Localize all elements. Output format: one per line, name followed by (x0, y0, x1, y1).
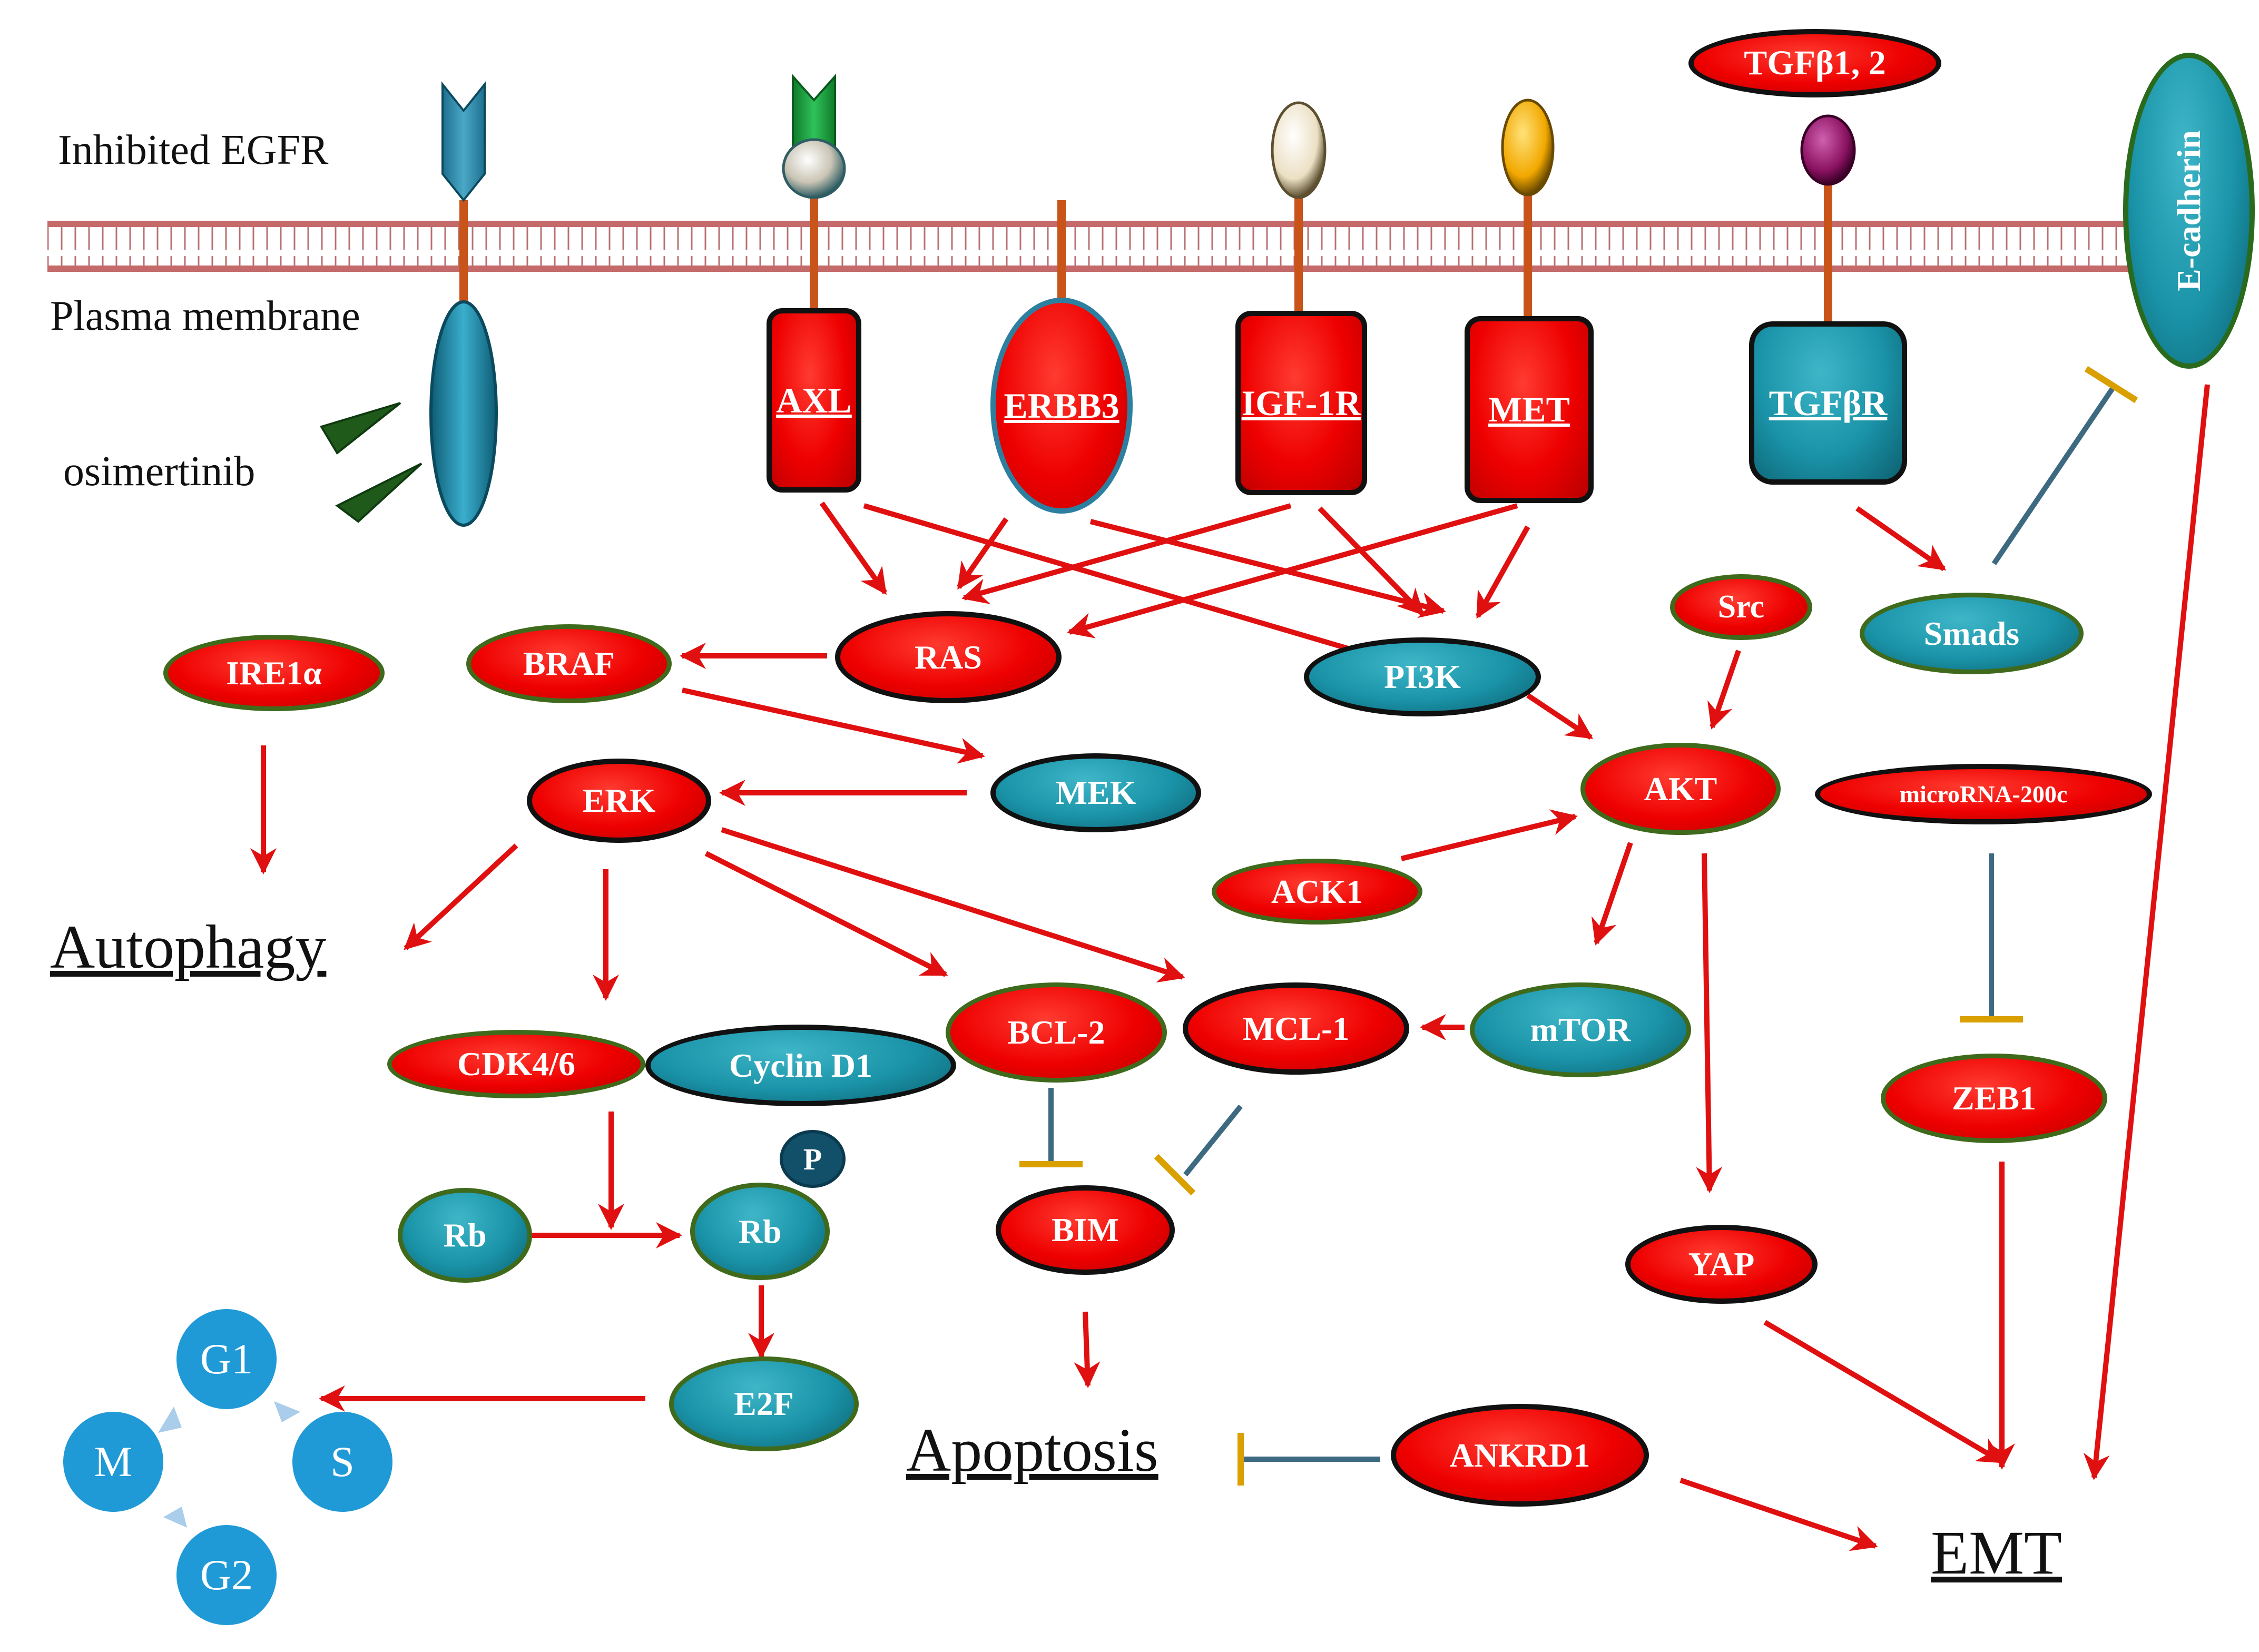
activating-arrows (250, 384, 2210, 1551)
bcl2-node: BCL-2 (946, 982, 1167, 1083)
cell-cycle-g1: G1 (176, 1309, 277, 1409)
microrna-200c-node: microRNA-200c (1815, 764, 2152, 824)
zeb1-node: ZEB1 (1881, 1054, 2107, 1143)
emt-label: EMT (1931, 1518, 2062, 1587)
cyclin-d1-node: Cyclin D1 (645, 1025, 956, 1106)
braf-node: BRAF (466, 624, 672, 703)
autophagy-label: Autophagy (50, 912, 327, 981)
inhibition-lines (1019, 366, 2138, 1486)
mek-node: MEK (990, 753, 1201, 832)
igf1r-label: IGF-1R (1241, 382, 1361, 423)
inhibited-egfr-label: Inhibited EGFR (58, 127, 329, 173)
tgfbr-receptor: TGFβR (1749, 321, 1907, 485)
yap-node: YAP (1625, 1225, 1818, 1304)
tgfb-ligand-icon (1800, 114, 1856, 186)
ankrd1-node: ANKRD1 (1391, 1404, 1649, 1507)
igf1r-receptor: IGF-1R (1235, 311, 1367, 495)
erbb3-label: ERBB3 (1004, 385, 1119, 426)
cell-cycle-g2: G2 (176, 1525, 277, 1625)
src-node: Src (1670, 574, 1812, 640)
mtor-node: mTOR (1470, 982, 1691, 1077)
rb-node: Rb (398, 1188, 532, 1283)
ras-node: RAS (835, 611, 1062, 703)
e-cadherin-label: E-cadherin (2170, 130, 2207, 291)
axl-receptor: AXL (767, 308, 861, 493)
osimertinib-label: osimertinib (63, 448, 256, 495)
cell-cycle-s: S (292, 1412, 392, 1512)
tgfb-ligand: TGFβ1, 2 (1688, 29, 1941, 97)
plasma-membrane-label: Plasma membrane (50, 293, 360, 339)
bim-node: BIM (996, 1185, 1175, 1275)
akt-node: AKT (1580, 743, 1781, 835)
erk-node: ERK (527, 759, 711, 843)
apoptosis-label: Apoptosis (906, 1415, 1158, 1484)
met-receptor: MET (1465, 316, 1594, 503)
ire1a-node: IRE1α (163, 635, 385, 711)
smads-node: Smads (1860, 593, 2084, 674)
met-label: MET (1488, 389, 1570, 429)
igf1r-ligand-icon (1271, 101, 1327, 199)
tgfbr-label: TGFβR (1769, 382, 1888, 423)
axl-label: AXL (776, 380, 852, 420)
cdk46-node: CDK4/6 (387, 1030, 645, 1098)
osimertinib-icon (319, 402, 423, 523)
ack1-node: ACK1 (1212, 859, 1422, 925)
egfr-receptor (429, 81, 498, 527)
phospho-badge: P (780, 1130, 846, 1188)
plasma-membrane (47, 221, 2234, 272)
met-ligand-icon (1501, 99, 1555, 196)
e2f-node: E2F (669, 1356, 859, 1451)
rb-phosphorylated-node: Rb (690, 1183, 830, 1280)
erbb3-receptor: ERBB3 (990, 298, 1133, 514)
pi3k-node: PI3K (1304, 637, 1541, 716)
axl-ligand-icon (782, 138, 846, 199)
mcl1-node: MCL-1 (1183, 982, 1409, 1075)
cell-cycle-m: M (63, 1412, 163, 1512)
receptor-stalks (459, 169, 1832, 327)
e-cadherin: E-cadherin (2123, 53, 2255, 369)
